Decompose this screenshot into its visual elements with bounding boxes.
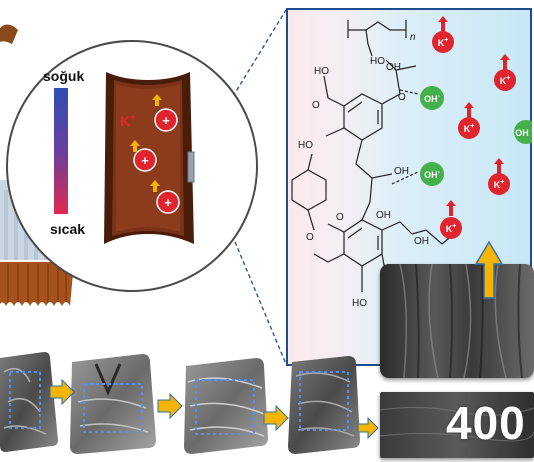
micrograph-3 — [184, 358, 268, 454]
svg-text:+: + — [162, 113, 170, 128]
hot-label: sıcak — [50, 221, 86, 237]
potassium-ion-5: K+ — [440, 200, 462, 239]
hydroxyl-label-7: OH — [414, 236, 429, 247]
potassium-ion-4: K+ — [488, 158, 510, 195]
micrograph-4 — [288, 356, 360, 454]
svg-text:OH: OH — [515, 128, 529, 138]
hydroxyl-label-2: HO — [314, 66, 329, 77]
hydroxyl-label-5: OH — [394, 166, 409, 177]
hydroxyl-label-4: HO — [298, 140, 313, 151]
sem-micrograph-strip — [380, 392, 534, 458]
hydroxyl-label-1: HO — [370, 56, 385, 67]
potassium-ion-2: K+ — [494, 54, 516, 91]
arrow-up-icon — [474, 240, 504, 299]
svg-text:K+: K+ — [438, 37, 449, 48]
svg-text:K+: K+ — [494, 179, 505, 190]
hydroxyl-label-3: OH — [386, 62, 401, 73]
hydroxide-ion-2: OH- — [420, 162, 444, 186]
svg-text:K+: K+ — [500, 75, 511, 86]
ion-motion-arrows — [130, 94, 162, 192]
hydroxide-ion-3: OH — [514, 120, 532, 144]
methoxy-oxygen-label: O — [312, 100, 320, 111]
lignin-structure: n HO HO OH O O HO OH OH O O OH HO OH- OH… — [291, 16, 532, 309]
svg-text:+: + — [141, 153, 149, 168]
arrow-right-icon — [357, 416, 379, 440]
micrograph-2 — [70, 354, 156, 454]
potassium-ion-3: K+ — [458, 102, 480, 139]
hydroxide-ion-1: OH- — [420, 86, 444, 110]
svg-text:K+: K+ — [446, 223, 457, 234]
arrow-right-icon — [263, 404, 289, 432]
svg-text:OH-: OH- — [424, 169, 441, 180]
svg-text:OH-: OH- — [424, 93, 441, 104]
micrograph-sequence — [0, 352, 379, 454]
pore-cation-2: + — [133, 148, 157, 172]
svg-text:K+: K+ — [464, 123, 475, 134]
sem-micrograph-large — [380, 264, 534, 378]
potassium-ion-1: K+ — [432, 16, 454, 53]
pore-channel: K+ + + + — [104, 72, 195, 244]
magnification-label: 400 — [446, 397, 526, 449]
hydroxyl-label-8: HO — [352, 298, 367, 309]
pore-k-ion-label: K+ — [120, 112, 135, 129]
oxygen-label-1: O — [398, 92, 406, 103]
oxygen-label-2: O — [336, 212, 344, 223]
arrow-right-icon — [157, 392, 183, 420]
svg-text:+: + — [164, 195, 172, 210]
micrograph-1 — [0, 352, 58, 452]
oxygen-label-3: O — [306, 232, 314, 243]
pore-cation-3: + — [156, 190, 180, 214]
pore-cation-1: + — [154, 108, 178, 132]
cold-label: soğuk — [43, 68, 85, 84]
repeat-unit-subscript: n — [410, 32, 416, 43]
temperature-gradient-bar — [54, 88, 68, 214]
arrow-right-icon — [49, 378, 75, 406]
hydroxyl-label-6: OH — [376, 210, 391, 221]
